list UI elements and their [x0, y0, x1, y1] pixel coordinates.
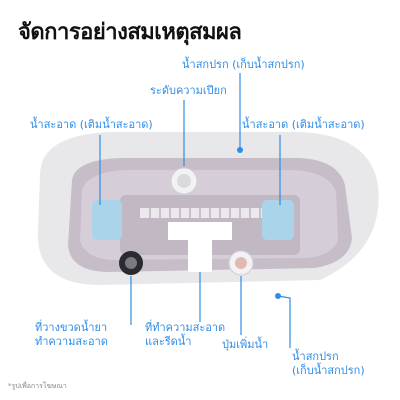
- advertising-footnote: *รูปเพื่อการโฆษณา: [8, 382, 67, 390]
- detergent-bottle-cap: [125, 257, 137, 269]
- suction-level-label: ระดับความเปียก: [150, 84, 227, 97]
- add-water-label: ปุ่มเพิ่มน้ำ: [222, 338, 269, 351]
- detergent-slot-label-line2: ทำความสะอาด: [35, 335, 108, 348]
- dirty-tank-bottom-label-line1: น้ำสกปรก: [292, 350, 339, 363]
- page-title: จัดการอย่างสมเหตุสมผล: [18, 20, 242, 45]
- suction-knob-inner: [177, 174, 191, 188]
- detergent-slot-label: ที่วางขวดน้ำยา ทำความสะอาด: [35, 321, 108, 349]
- dirty-tank-bottom-line: [277, 295, 291, 348]
- clean-water-window-right: [262, 200, 294, 240]
- dirty-tank-top-dot: [237, 147, 243, 153]
- cleaning-slot-label-line1: ที่ทำความสะอาด: [145, 321, 226, 334]
- dirty-tank-bottom-dot: [275, 293, 281, 299]
- cleaning-slot-label-line2: และรีดน้ำ: [145, 335, 192, 348]
- add-water-button-inner: [235, 257, 247, 269]
- clean-water-right-label: น้ำสะอาด (เติมน้ำสะอาด): [242, 118, 365, 131]
- clean-water-left-label: น้ำสะอาด (เติมน้ำสะอาด): [30, 118, 153, 131]
- dirty-tank-bottom-label: น้ำสกปรก (เก็บน้ำสกปรก): [292, 350, 365, 378]
- cleaning-slot-label: ที่ทำความสะอาด และรีดน้ำ: [145, 321, 225, 349]
- dirty-tank-bottom-label-line2: (เก็บน้ำสกปรก): [292, 364, 365, 377]
- dirty-tank-top-label: น้ำสกปรก (เก็บน้ำสกปรก): [182, 58, 305, 71]
- detergent-slot-label-line1: ที่วางขวดน้ำยา: [35, 321, 108, 334]
- cleaning-slot: [168, 222, 232, 272]
- clean-water-window-left: [92, 200, 122, 240]
